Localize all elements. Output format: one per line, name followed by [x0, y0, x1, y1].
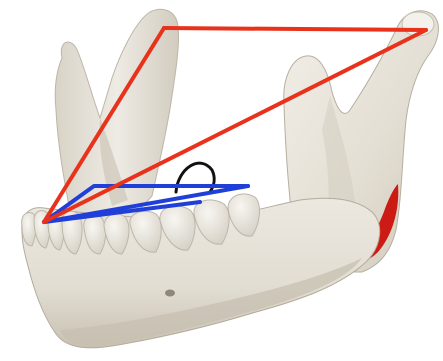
red-line-coronoid-to-condyle — [164, 28, 426, 30]
mental-foramen — [165, 290, 175, 297]
